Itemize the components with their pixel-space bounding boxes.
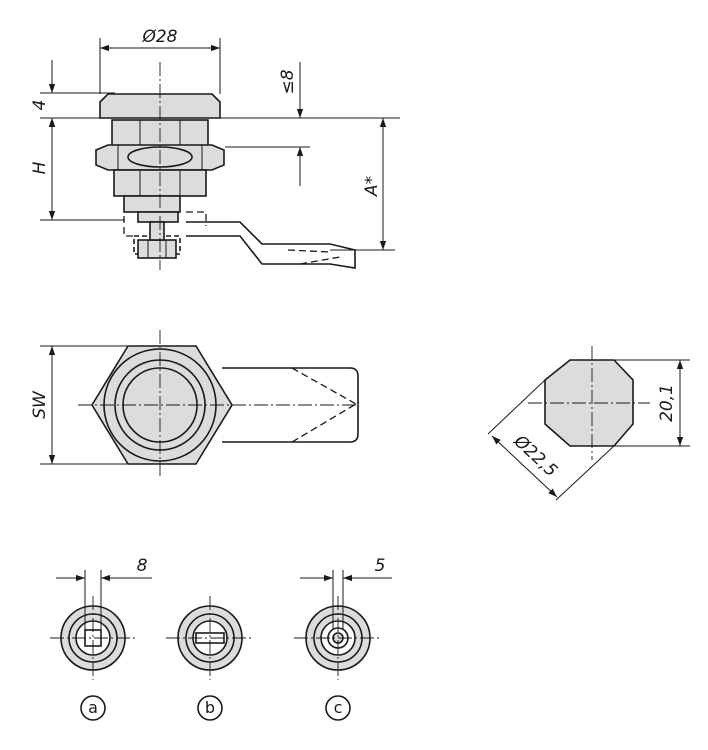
- cutout-view: 20,1 Ø22,5: [487, 346, 690, 501]
- dim-diameter-cutout-label: Ø22,5: [509, 431, 561, 481]
- dim-cap-height-label: 4: [30, 100, 50, 111]
- variant-b: b: [166, 596, 254, 721]
- variant-a: 8 a: [50, 556, 152, 721]
- dim-wrench-size-label: SW: [30, 390, 50, 419]
- dim-max-thickness-label: ≤8: [278, 69, 298, 94]
- dim-offset-label: A*: [362, 176, 382, 197]
- dim-diameter-label: Ø28: [141, 27, 177, 47]
- dim-c-label: 5: [375, 556, 386, 576]
- side-view: Ø28 4 H ≤8 A*: [30, 27, 400, 270]
- front-view: SW: [30, 330, 359, 478]
- dim-a-label: 8: [137, 556, 148, 576]
- variant-c: 5 c: [294, 556, 392, 721]
- variant-b-label: b: [205, 698, 215, 717]
- variant-c-label: c: [334, 698, 343, 717]
- variant-a-label: a: [88, 698, 98, 717]
- dim-height-label: H: [30, 161, 50, 174]
- dim-flat-label: 20,1: [657, 384, 677, 422]
